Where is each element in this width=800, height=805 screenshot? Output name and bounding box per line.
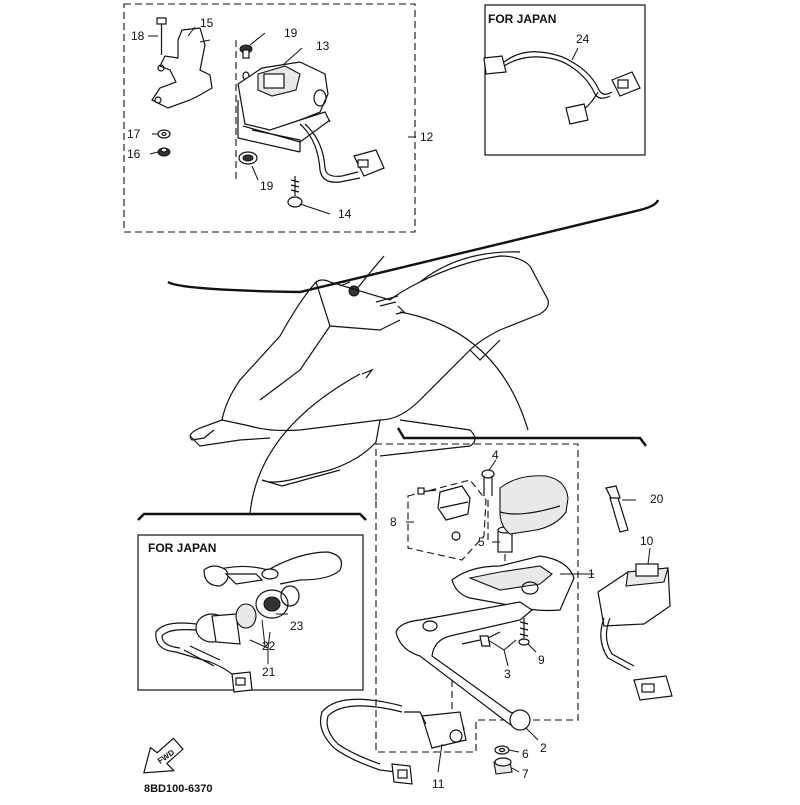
grommet-19-lower bbox=[238, 151, 258, 165]
bracket-15 bbox=[151, 27, 213, 109]
inset-title-bottom-left: FOR JAPAN bbox=[148, 541, 216, 555]
throttle-assembly bbox=[319, 443, 673, 785]
throttle-lever bbox=[395, 601, 534, 731]
grommet-19-upper bbox=[239, 44, 253, 81]
callout-21: 21 bbox=[262, 665, 276, 679]
block-8 bbox=[417, 485, 471, 541]
callout-3: 3 bbox=[504, 667, 511, 681]
inset-top-right-frame bbox=[484, 4, 646, 156]
throttle-leaders bbox=[406, 459, 651, 773]
assembly-8-dashed-box bbox=[407, 479, 487, 561]
japan-harness-inset bbox=[483, 4, 646, 156]
leader-to-sled-left bbox=[249, 373, 361, 515]
cable-clamp-20 bbox=[605, 485, 629, 533]
snowmobile-outline bbox=[189, 251, 549, 487]
callout-19-upper: 19 bbox=[284, 26, 298, 40]
callout-10: 10 bbox=[640, 534, 654, 548]
callout-9: 9 bbox=[538, 653, 545, 667]
harness-21 bbox=[155, 622, 239, 681]
bolt-9 bbox=[518, 618, 530, 646]
fwd-arrow: FWD bbox=[143, 737, 184, 774]
callout-15: 15 bbox=[200, 16, 214, 30]
nut-7 bbox=[493, 757, 513, 775]
wire-11 bbox=[319, 698, 403, 773]
inset-title-top-right: FOR JAPAN bbox=[488, 12, 556, 26]
japan-key-switch-inset bbox=[137, 534, 364, 693]
callout-24: 24 bbox=[576, 32, 590, 46]
throttle-housing-1 bbox=[451, 555, 592, 612]
callout-12: 12 bbox=[420, 130, 434, 144]
harness-12 bbox=[299, 123, 385, 183]
bolt-4 bbox=[481, 469, 495, 540]
control-unit-10 bbox=[597, 563, 673, 701]
callout-22: 22 bbox=[262, 639, 276, 653]
callout-bracket-bottom-right bbox=[396, 427, 647, 447]
leader-to-sled-right bbox=[399, 311, 529, 431]
assembly-12-dashed-box bbox=[123, 3, 416, 233]
washer-17 bbox=[157, 129, 171, 139]
callout-20: 20 bbox=[650, 492, 664, 506]
control-unit-13 bbox=[235, 40, 331, 182]
callout-5: 5 bbox=[478, 535, 485, 549]
connector-24a bbox=[483, 55, 507, 75]
callout-19-lower: 19 bbox=[260, 179, 274, 193]
callout-17: 17 bbox=[127, 127, 141, 141]
callout-7: 7 bbox=[522, 767, 529, 781]
nut-16 bbox=[157, 147, 171, 157]
screw-3 bbox=[461, 631, 501, 647]
throttle-cover bbox=[499, 475, 569, 535]
link-curves bbox=[137, 199, 660, 521]
callout-13: 13 bbox=[316, 39, 330, 53]
leader-to-sled-top bbox=[355, 255, 385, 291]
key-switch-22 bbox=[195, 585, 300, 645]
callout-6: 6 bbox=[522, 747, 529, 761]
assembly-12-group bbox=[123, 3, 416, 233]
drawing-code: 8BD100-6370 bbox=[144, 783, 213, 795]
callout-23: 23 bbox=[290, 619, 304, 633]
callout-11: 11 bbox=[432, 777, 445, 791]
sensor-11 bbox=[404, 680, 467, 749]
assembly-12-leaders bbox=[148, 26, 416, 215]
screw-14 bbox=[287, 176, 303, 208]
callout-8: 8 bbox=[390, 515, 397, 529]
callout-14: 14 bbox=[338, 207, 352, 221]
callout-2: 2 bbox=[540, 741, 547, 755]
key-cord-23 bbox=[209, 551, 343, 585]
washer-6 bbox=[494, 745, 510, 755]
callout-bracket-top bbox=[167, 199, 660, 294]
callout-4: 4 bbox=[492, 448, 499, 462]
connector-24c bbox=[565, 103, 589, 125]
callout-bracket-bottom-left bbox=[137, 512, 367, 521]
bolt-18 bbox=[156, 17, 167, 55]
callout-18: 18 bbox=[131, 29, 145, 43]
callout-16: 16 bbox=[127, 147, 141, 161]
callout-1: 1 bbox=[588, 567, 595, 581]
